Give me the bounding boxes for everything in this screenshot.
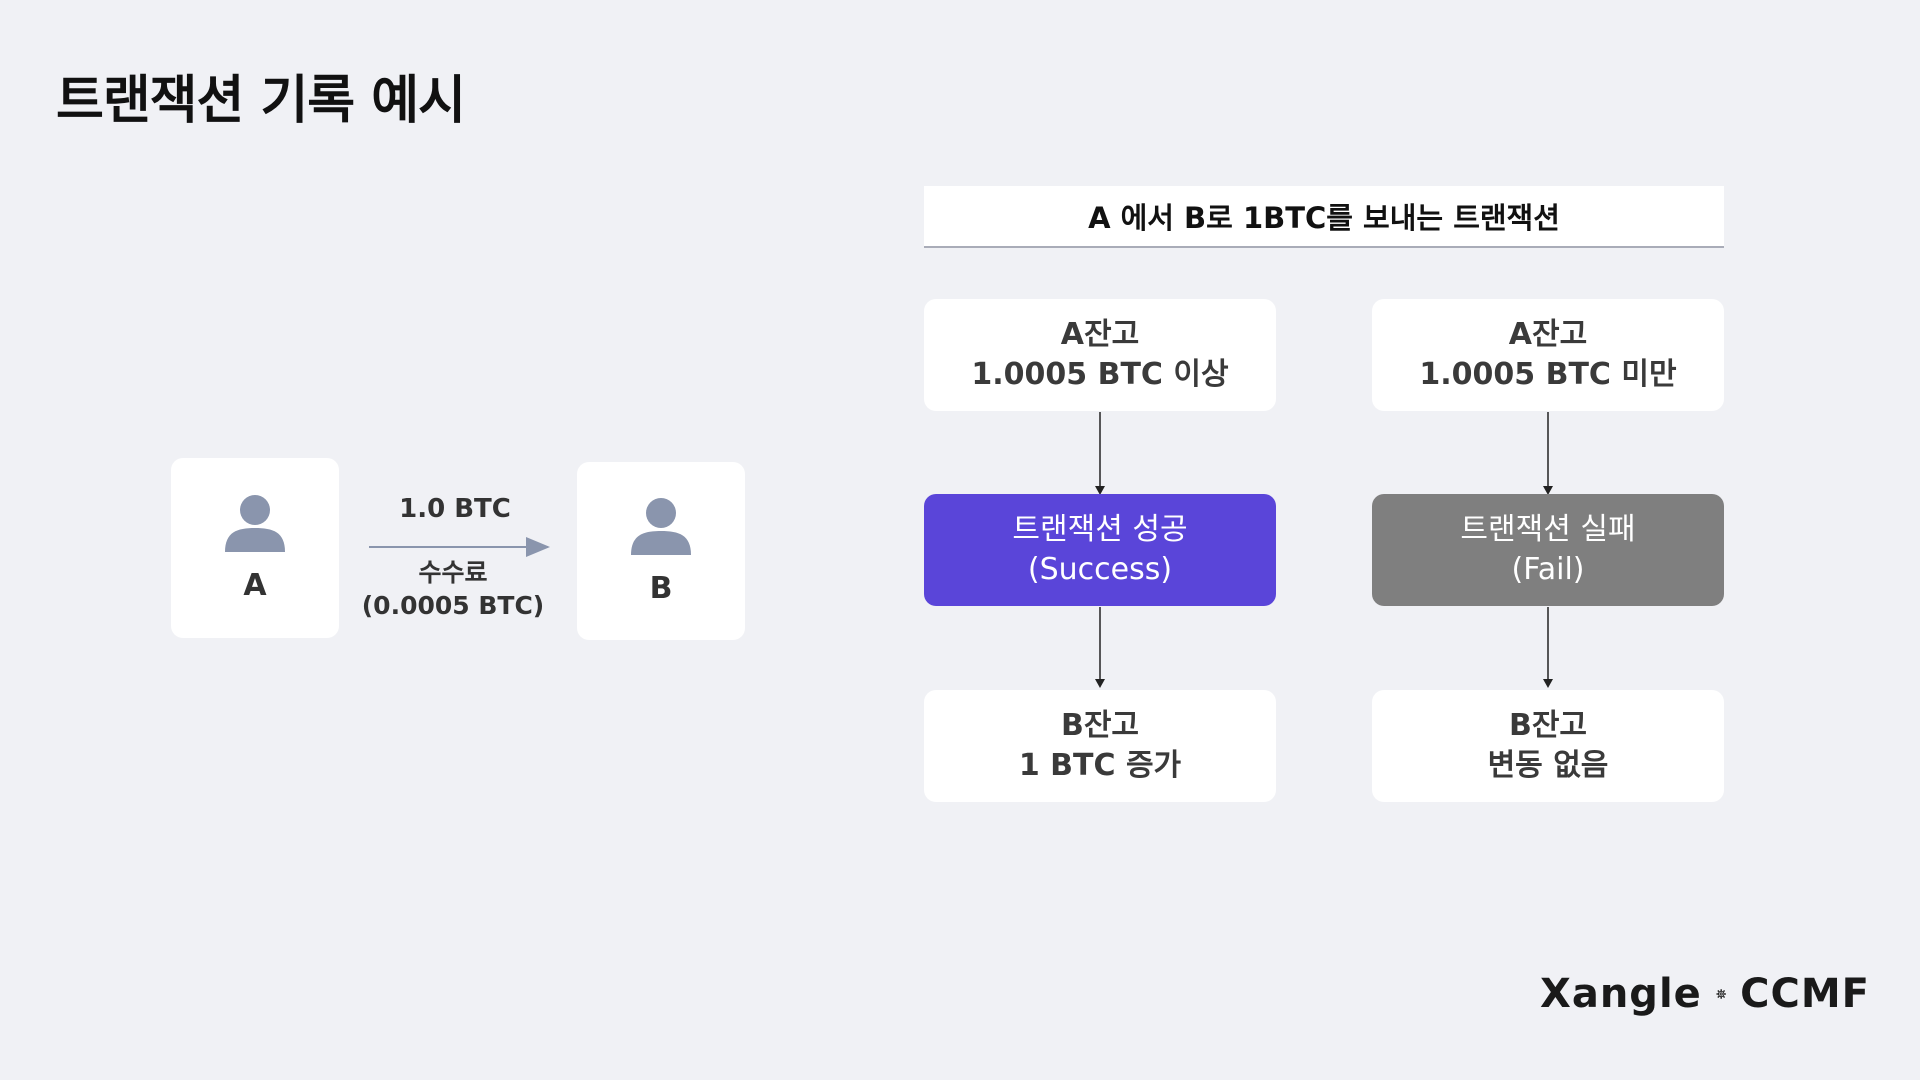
- partner-logo-text: CCMF: [1740, 971, 1870, 1017]
- condition-insufficient-balance: A잔고 1.0005 BTC 미만: [1372, 299, 1724, 411]
- outcome-line1: B잔고: [1060, 708, 1140, 743]
- receiver-card: B: [577, 462, 745, 640]
- receiver-label: B: [649, 570, 673, 606]
- condition-line2: 1.0005 BTC 이상: [971, 357, 1229, 392]
- page-title: 트랜잭션 기록 예시: [56, 71, 466, 131]
- result-line2: (Success): [1027, 552, 1173, 587]
- person-icon: [631, 497, 691, 555]
- condition-enough-balance: A잔고 1.0005 BTC 이상: [924, 299, 1276, 411]
- result-fail: 트랜잭션 실패 (Fail): [1372, 494, 1724, 606]
- fee-title: 수수료: [418, 558, 488, 587]
- outcome-balance-increase: B잔고 1 BTC 증가: [924, 690, 1276, 802]
- sender-label: A: [243, 567, 267, 603]
- result-line1: 트랜잭션 실패: [1460, 512, 1636, 547]
- fee-label: 수수료 (0.0005 BTC): [360, 556, 546, 622]
- outcome-line1: B잔고: [1508, 708, 1588, 743]
- condition-line1: A잔고: [1060, 317, 1140, 352]
- amount-label: 1.0 BTC: [399, 494, 511, 524]
- outcome-line2: 1 BTC 증가: [1018, 748, 1182, 783]
- result-success: 트랜잭션 성공 (Success): [924, 494, 1276, 606]
- result-line2: (Fail): [1511, 552, 1585, 587]
- condition-line1: A잔고: [1508, 317, 1588, 352]
- brand-logo-text: Xangle: [1540, 971, 1702, 1017]
- condition-line2: 1.0005 BTC 미만: [1419, 357, 1677, 392]
- outcome-line2: 변동 없음: [1487, 748, 1609, 783]
- flow-header: A 에서 B로 1BTC를 보내는 트랜잭션: [924, 186, 1724, 248]
- result-line1: 트랜잭션 성공: [1012, 512, 1188, 547]
- gear-icon: [1716, 989, 1726, 999]
- footer-logo: Xangle CCMF: [1540, 962, 1870, 1026]
- outcome-no-change: B잔고 변동 없음: [1372, 690, 1724, 802]
- person-icon: [225, 494, 285, 552]
- sender-card: A: [171, 458, 339, 638]
- fee-value: (0.0005 BTC): [361, 591, 545, 620]
